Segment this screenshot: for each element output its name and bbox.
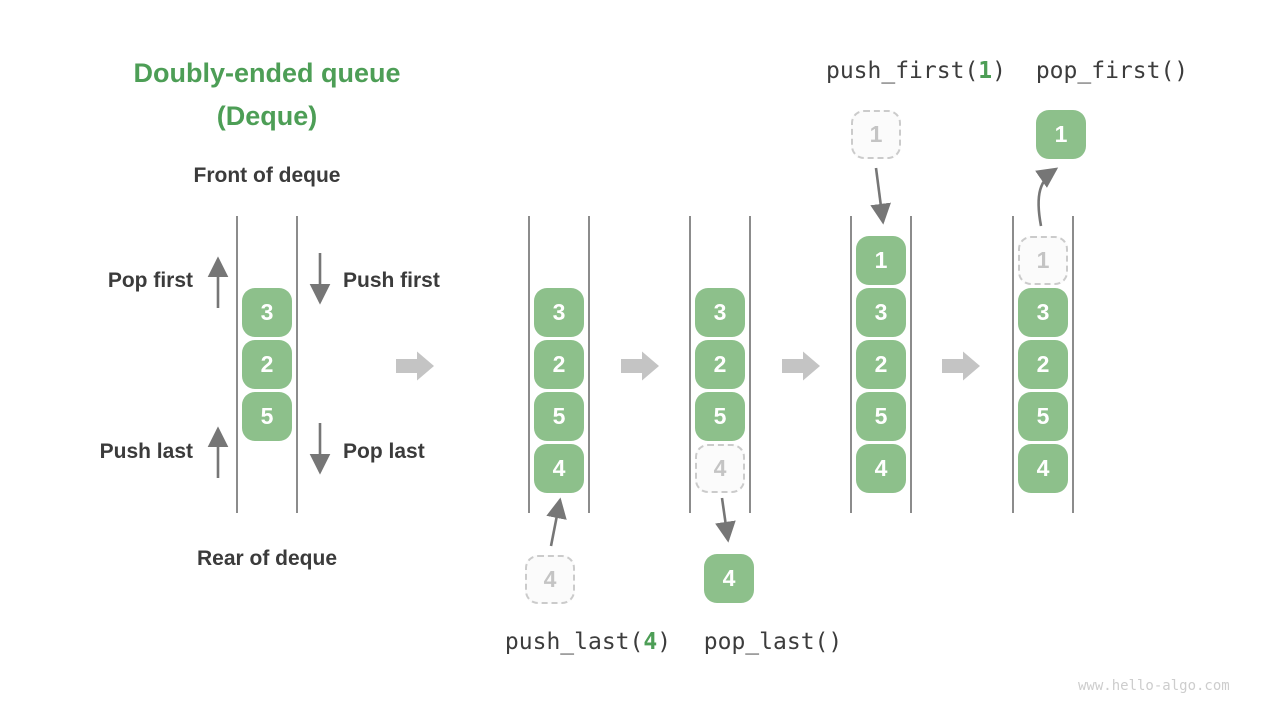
stage-transition-arrow-icon [782, 351, 820, 381]
deque-cell: 1 [1018, 236, 1068, 285]
deque-cell: 4 [534, 444, 584, 493]
code-text: ) [657, 629, 672, 655]
pop-last-motion-arrow-icon [715, 497, 736, 543]
deque-cell: 2 [856, 340, 906, 389]
code-text: push_last( [504, 629, 644, 655]
push-last-operand-cell: 4 [525, 555, 575, 604]
stage-transition-arrow-icon [942, 351, 980, 381]
push-last-label: Push last [99, 440, 193, 463]
push-last-motion-arrow-icon [546, 497, 567, 547]
deque-cell: 3 [242, 288, 292, 337]
deque-cell: 1 [856, 236, 906, 285]
front-of-deque-label: Front of deque [193, 164, 341, 187]
deque-cell: 3 [1018, 288, 1068, 337]
code-arg: 4 [643, 629, 658, 655]
rear-of-deque-label: Rear of deque [196, 547, 338, 570]
deque-cell: 5 [242, 392, 292, 441]
push-first-motion-arrow-icon [870, 167, 891, 225]
pop-last-label: Pop last [343, 440, 425, 463]
deque-cell: 3 [534, 288, 584, 337]
page-title-line2: (Deque) [216, 101, 318, 131]
stage-transition-arrow-icon [396, 351, 434, 381]
push-first-code-label: push_first(1) [826, 58, 1006, 84]
code-text: pop_last() [703, 629, 843, 655]
pop-first-label: Pop first [107, 269, 193, 292]
pop-last-code-label: pop_last() [704, 629, 842, 655]
deque-cell: 2 [695, 340, 745, 389]
deque-cell: 2 [242, 340, 292, 389]
deque-cell: 4 [1018, 444, 1068, 493]
deque-cell: 5 [856, 392, 906, 441]
deque-cell: 5 [534, 392, 584, 441]
code-arg: 1 [978, 58, 993, 84]
stage-transition-arrow-icon [621, 351, 659, 381]
deque-cell: 2 [534, 340, 584, 389]
watermark: www.hello-algo.com [1078, 678, 1230, 694]
pop-first-result-cell: 1 [1036, 110, 1086, 159]
push-first-operand-cell: 1 [851, 110, 901, 159]
code-text: pop_first() [1035, 58, 1189, 84]
code-text: push_first( [825, 58, 979, 84]
deque-cell: 4 [856, 444, 906, 493]
deque-cell: 5 [695, 392, 745, 441]
pop-first-motion-arrow-icon [1035, 167, 1059, 227]
page-title-line1: Doubly-ended queue [133, 58, 401, 88]
deque-cell: 5 [1018, 392, 1068, 441]
deque-cell: 2 [1018, 340, 1068, 389]
pop-first-code-label: pop_first() [1036, 58, 1188, 84]
code-text: ) [992, 58, 1007, 84]
deque-cell: 3 [695, 288, 745, 337]
deque-cell: 3 [856, 288, 906, 337]
deque-cell: 4 [695, 444, 745, 493]
pop-last-result-cell: 4 [704, 554, 754, 603]
push-last-code-label: push_last(4) [505, 629, 671, 655]
push-first-label: Push first [343, 269, 440, 292]
